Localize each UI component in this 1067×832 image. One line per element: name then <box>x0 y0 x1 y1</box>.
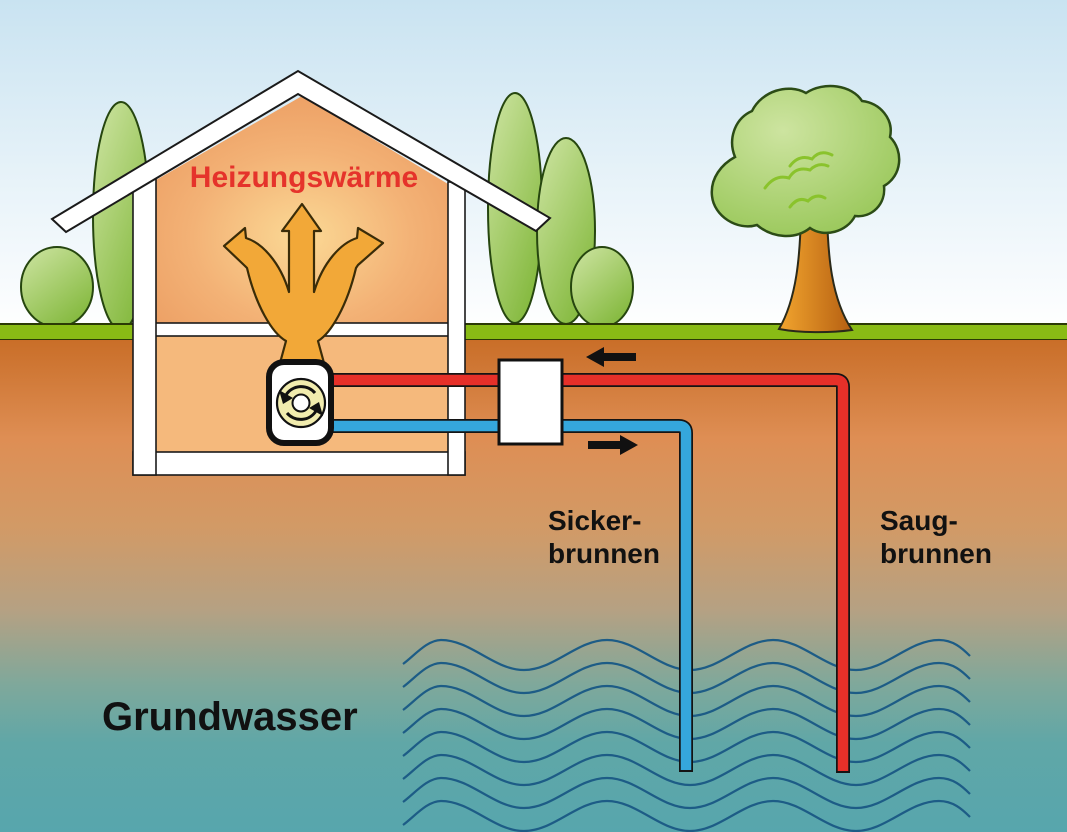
pipes <box>331 373 850 773</box>
tree-crown-detail <box>763 151 834 209</box>
tree-crown <box>710 84 901 238</box>
well-head-box <box>497 358 564 446</box>
basement-floor <box>132 451 466 476</box>
warm-pipe <box>331 374 849 771</box>
heat-distribution-arrow-icon <box>222 202 385 365</box>
suction-well-label-line2: brunnen <box>880 538 992 569</box>
fan-rotation-arrows-icon <box>284 385 318 421</box>
left-wall <box>132 176 157 476</box>
infiltration-well-label-line1: Sicker- <box>548 505 641 536</box>
tree-icon <box>710 84 901 334</box>
fan-arrowhead-bottom-icon <box>309 402 323 416</box>
bush-round-left-icon <box>20 246 94 328</box>
bush-round-right-icon <box>570 246 634 328</box>
flow-arrow-left-icon <box>586 347 636 367</box>
fan-arrowhead-top-icon <box>279 390 293 404</box>
heating-label: Heizungswärme <box>190 161 418 194</box>
roof <box>50 69 552 234</box>
infiltration-well-label-line2: brunnen <box>548 538 660 569</box>
groundwater-label: Grundwasser <box>102 695 358 739</box>
cold-pipe <box>331 420 692 770</box>
fan-hub <box>291 393 311 413</box>
heat-pump <box>266 359 334 446</box>
flow-arrow-right-icon <box>588 435 638 455</box>
tree-trunk <box>777 213 854 334</box>
suction-well-label-line1: Saug- <box>880 505 958 536</box>
